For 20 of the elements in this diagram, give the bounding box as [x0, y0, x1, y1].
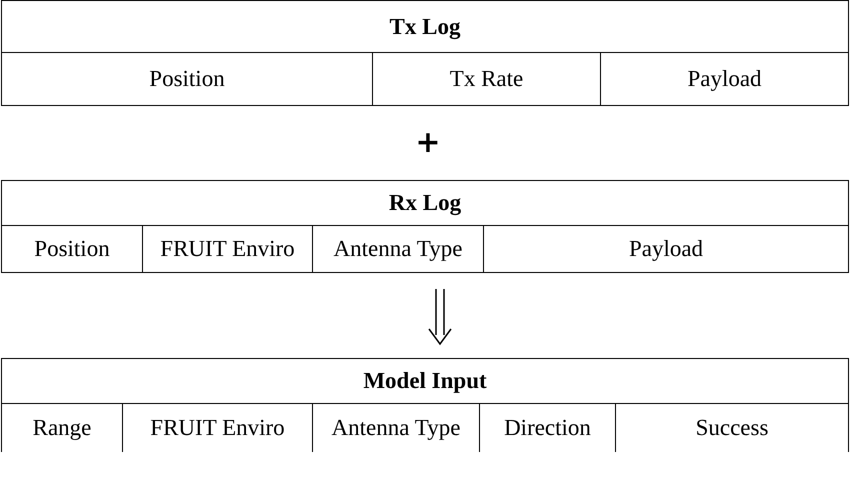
table-cell: Position	[2, 226, 142, 272]
table-cell: Direction	[479, 404, 615, 452]
table-heading: Rx Log	[388, 190, 462, 216]
table-cell: Payload	[600, 53, 848, 105]
table	[1, 358, 849, 452]
double-arrow	[428, 288, 452, 346]
table-cell: Antenna Type	[312, 404, 479, 452]
table-heading: Tx Log	[390, 14, 460, 40]
table-heading: Model Input	[363, 368, 487, 394]
table-cell: FRUIT Enviro	[142, 226, 312, 272]
table-cell: Payload	[483, 226, 848, 272]
table	[1, 0, 849, 106]
table	[1, 180, 849, 273]
table-cell: Antenna Type	[312, 226, 483, 272]
table-cell: Range	[2, 404, 122, 452]
table-cell: Success	[615, 404, 848, 452]
table-cell: FRUIT Enviro	[122, 404, 312, 452]
plus-sign: +	[414, 125, 442, 160]
table-cell: Position	[2, 53, 372, 105]
table-cell: Tx Rate	[372, 53, 600, 105]
